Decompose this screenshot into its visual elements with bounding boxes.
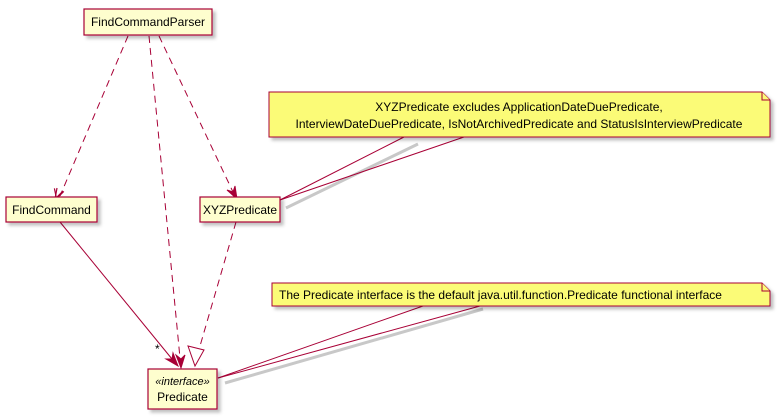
class-name: FindCommandParser [91,15,205,29]
realization-xyzpredicate-to-predicate [187,221,237,368]
dependency-parser-to-xyzpredicate [158,35,238,201]
note-connector-xyz [279,136,465,210]
class-name: XYZPredicate [203,203,277,217]
note-predicate: The Predicate interface is the default j… [271,282,771,307]
class-stereotype: «interface» [155,376,209,388]
association-findcommand-to-predicate [59,221,179,368]
multiplicity-label: * [155,342,160,356]
note-xyzpredicate: XYZPredicate excludes ApplicationDateDue… [268,91,771,138]
class-findcommand[interactable]: FindCommand [5,196,98,223]
note-text-line-1: XYZPredicate excludes ApplicationDateDue… [375,100,663,114]
note-connector-predicate [217,305,484,385]
class-name: FindCommand [12,203,91,217]
class-xyzpredicate[interactable]: XYZPredicate [199,196,281,223]
class-predicate[interactable]: «interface» Predicate [147,368,218,410]
note-text-line-2: InterviewDateDuePredicate, IsNotArchived… [296,117,743,131]
dependency-parser-to-findcommand [53,35,129,200]
note-text-line-1: The Predicate interface is the default j… [279,288,722,302]
dependency-parser-to-predicate [148,35,186,370]
class-name: Predicate [157,390,208,404]
class-findcommandparser[interactable]: FindCommandParser [83,8,213,36]
